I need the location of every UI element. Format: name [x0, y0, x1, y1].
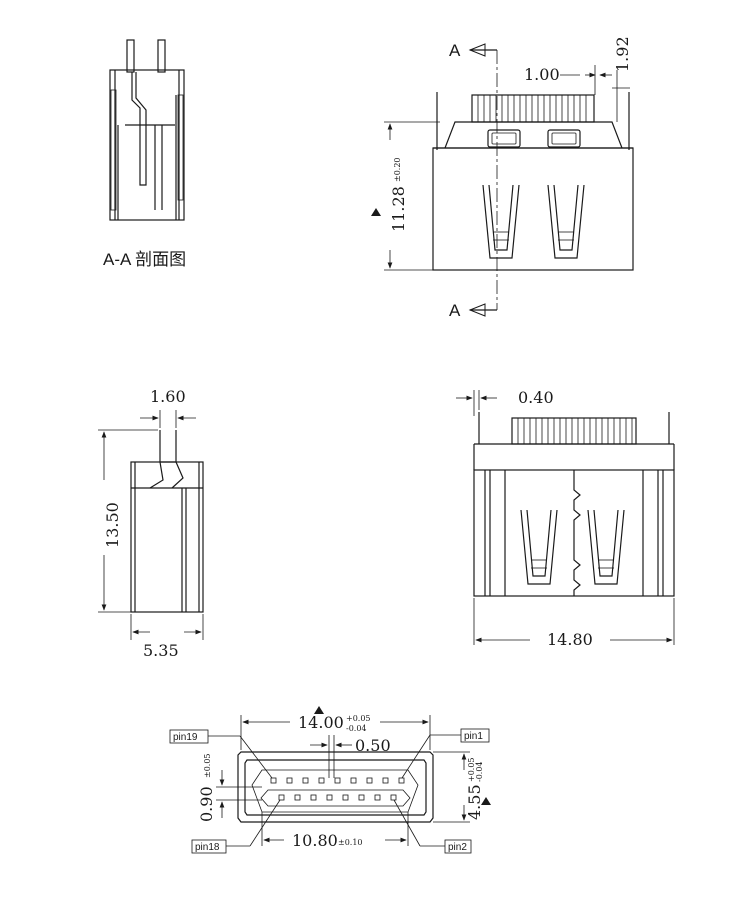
dim-side-depth: 5.35	[143, 641, 179, 660]
dim-pin-width: 1.92	[613, 36, 632, 72]
section-label: A-A 剖面图	[103, 250, 186, 269]
pin1-label: pin1	[464, 731, 483, 742]
dim-face-width: 14.00	[298, 713, 344, 732]
face-pin-row-bottom	[278, 794, 397, 801]
pin2-label: pin2	[448, 842, 467, 853]
front-pin-row	[511, 417, 637, 445]
dim-height-tol: ±0.20	[393, 157, 402, 182]
dim-row-gap-tol: ±0.05	[203, 753, 212, 778]
dim-front-width: 14.80	[547, 630, 593, 649]
section-view: A-A 剖面图	[103, 39, 186, 269]
dim-face-height: 4.55	[465, 784, 484, 820]
section-mark-bottom: A	[449, 301, 461, 320]
section-mark-top: A	[449, 41, 461, 60]
side-view: 1.60 13.50 5.35	[98, 387, 204, 660]
dim-height-overall: 11.28	[389, 186, 408, 232]
pin18-label: pin18	[195, 842, 220, 853]
dim-side-height: 13.50	[103, 502, 122, 548]
dim-inner-width-tol: ±0.10	[338, 838, 363, 847]
dim-front-gap: 0.40	[518, 388, 554, 407]
dim-inner-width: 10.80	[292, 831, 338, 850]
dim-face-width-tol-minus: -0.04	[346, 724, 367, 733]
face-pin-row-top	[270, 777, 405, 784]
pin18-tag	[191, 839, 227, 854]
pin19-label: pin19	[173, 732, 198, 743]
top-view: A A	[371, 36, 634, 320]
dim-pitch-top: 1.00	[524, 65, 560, 84]
pin2-tag	[444, 839, 472, 854]
front-view: 0.40 14.80	[456, 388, 675, 649]
dim-row-gap: 0.90	[197, 786, 216, 822]
dim-face-width-tol-plus: +0.05	[346, 714, 371, 723]
dim-pin-pitch: 0.50	[355, 736, 391, 755]
pin19-tag	[169, 729, 209, 744]
dim-face-height-tol-minus: -0.04	[475, 761, 484, 782]
dim-side-pin-width: 1.60	[150, 387, 186, 406]
pin1-tag	[460, 728, 490, 743]
face-view: 14.00 +0.05 -0.04 0.50 0.90 ±0.05 4.55 +…	[169, 706, 491, 854]
top-pin-row	[471, 94, 595, 123]
dim-face-height-tol-plus: +0.05	[467, 757, 476, 782]
